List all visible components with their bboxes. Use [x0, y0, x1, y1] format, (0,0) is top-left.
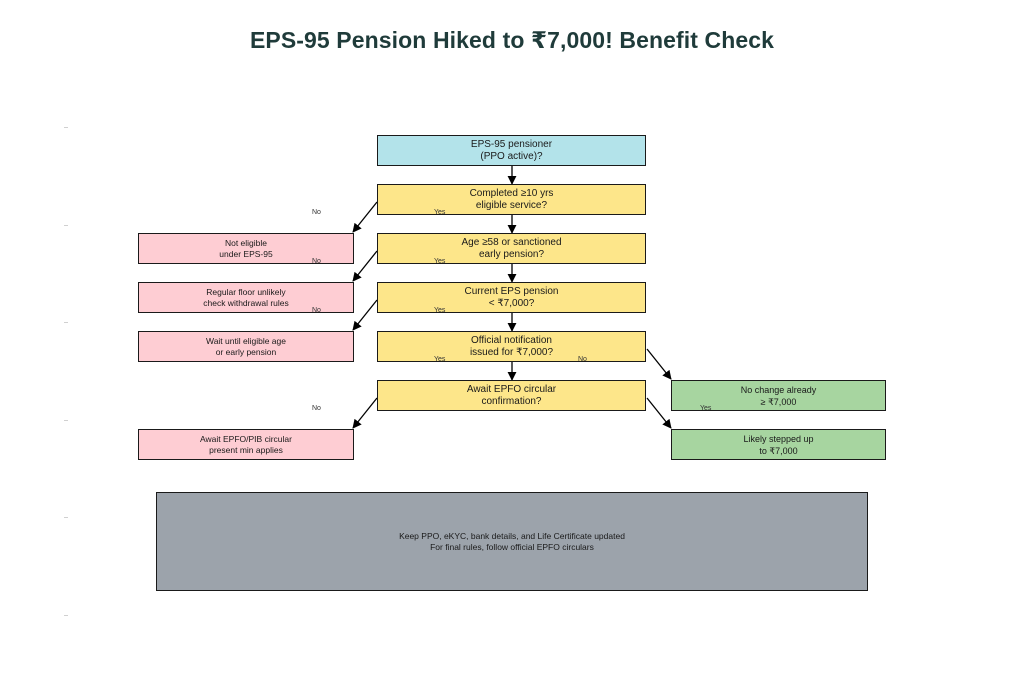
node-current-pension-question: Current EPS pension < ₹7,000?: [377, 282, 646, 313]
edge-label-no: No: [578, 356, 587, 363]
node-service-question: Completed ≥10 yrs eligible service?: [377, 184, 646, 215]
node-notification-question: Official notification issued for ₹7,000?: [377, 331, 646, 362]
edge-label-yes: Yes: [434, 307, 446, 314]
edge-label-no: No: [312, 209, 321, 216]
node-wait-age: Wait until eligible age or early pension: [138, 331, 354, 362]
edge-label-yes: Yes: [434, 258, 446, 265]
arrow-q2-r2: [352, 250, 378, 282]
arrow-q5-r4: [352, 397, 378, 429]
arrow-q1-r1: [352, 201, 378, 233]
edge-label-no: No: [312, 258, 321, 265]
axis-tick: [64, 127, 68, 128]
edge-label-yes: Yes: [434, 209, 446, 216]
note-box: Keep PPO, eKYC, bank details, and Life C…: [156, 492, 868, 591]
page-title: EPS-95 Pension Hiked to ₹7,000! Benefit …: [249, 27, 775, 53]
node-stepped-up: Likely stepped up to ₹7,000: [671, 429, 886, 460]
node-age-question: Age ≥58 or sanctioned early pension?: [377, 233, 646, 264]
edge-label-no: No: [312, 405, 321, 412]
node-circular-question: Await EPFO circular confirmation?: [377, 380, 646, 411]
axis-tick: [64, 225, 68, 226]
node-no-change: No change already ≥ ₹7,000: [671, 380, 886, 411]
arrow-q3-r3: [352, 299, 378, 331]
edge-label-yes: Yes: [700, 405, 712, 412]
axis-tick: [64, 517, 68, 518]
axis-tick: [64, 615, 68, 616]
node-start: EPS-95 pensioner (PPO active)?: [377, 135, 646, 166]
arrow-q4-g1: [646, 348, 672, 380]
arrow-q5-g2: [646, 397, 672, 429]
axis-tick: [64, 322, 68, 323]
edge-label-yes: Yes: [434, 356, 446, 363]
node-not-eligible: Not eligible under EPS-95: [138, 233, 354, 264]
axis-tick: [64, 420, 68, 421]
node-await-circular: Await EPFO/PIB circular present min appl…: [138, 429, 354, 460]
edge-label-no: No: [312, 307, 321, 314]
node-floor-unlikely: Regular floor unlikely check withdrawal …: [138, 282, 354, 313]
